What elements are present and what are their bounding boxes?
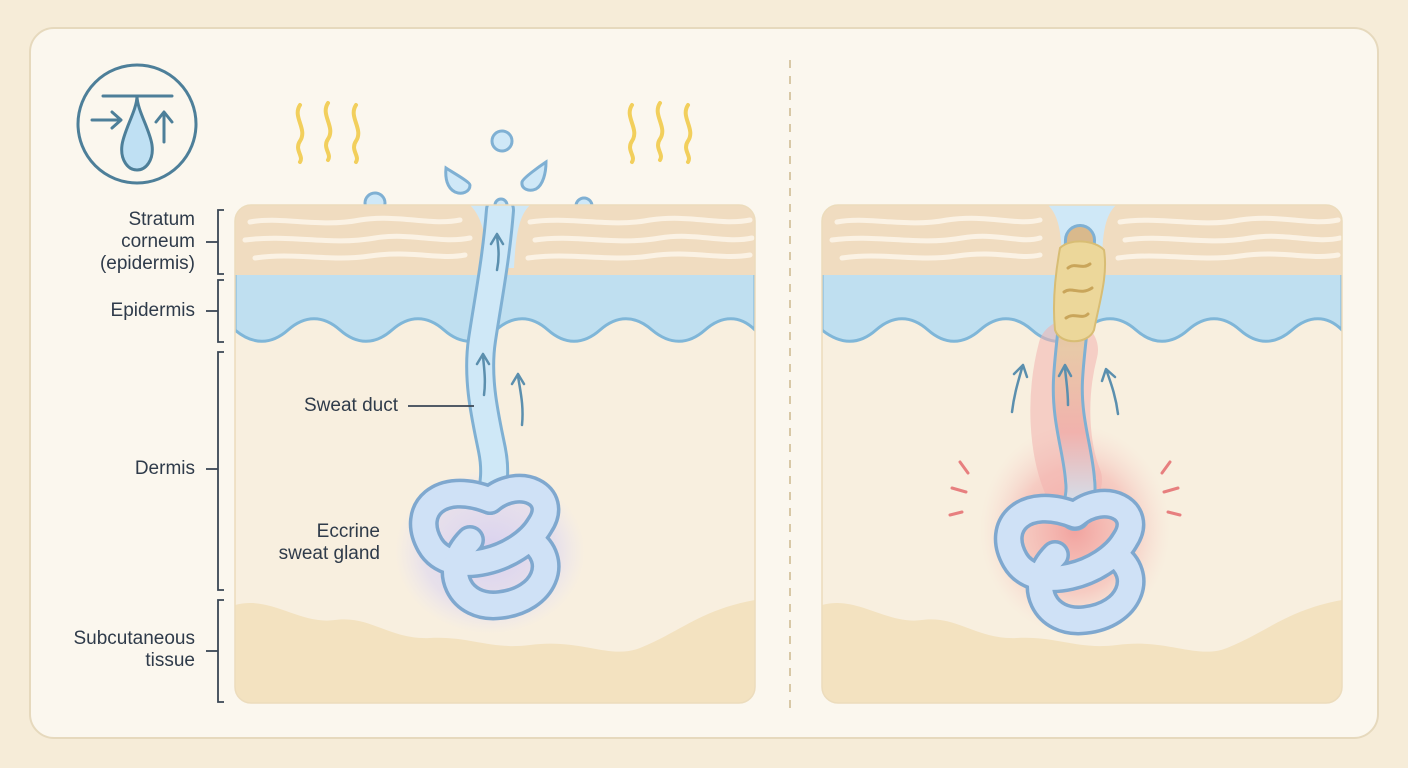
label-stratum-line1: Stratum (128, 209, 195, 230)
right-panel-blocked-duct (822, 205, 1342, 703)
subcutaneous-layer (822, 600, 1342, 703)
label-gland-line1: Eccrine (316, 521, 380, 542)
label-stratum-corneum: Stratum corneum (epidermis) (70, 209, 195, 275)
label-stratum-line2: corneum (121, 231, 195, 252)
heat-waves-icon (627, 101, 693, 164)
label-epidermis: Epidermis (110, 300, 195, 321)
eccrine-sweat-gland (408, 473, 561, 621)
heat-waves-icon (295, 101, 361, 164)
label-gland-line2: sweat gland (278, 543, 380, 564)
eccrine-sweat-gland (993, 488, 1146, 636)
arrow-up-icon (1010, 363, 1120, 416)
label-dermis: Dermis (134, 458, 195, 479)
label-subcutaneous-line1: Subcutaneous (73, 628, 196, 649)
label-subcutaneous-tissue: Subcutaneous tissue (45, 628, 196, 672)
left-panel-normal-sweat (235, 205, 755, 703)
label-sweat-duct: Sweat duct (304, 395, 398, 416)
label-subcutaneous-line2: tissue (145, 650, 195, 671)
layer-brackets (206, 209, 224, 703)
inflammation-rays-icon (948, 460, 1182, 517)
label-stratum-line3: (epidermis) (99, 253, 195, 274)
subcutaneous-layer (235, 600, 755, 703)
sweat-drop-flow-icon (76, 63, 198, 185)
label-eccrine-sweat-gland: Eccrine sweat gland (250, 521, 380, 565)
arrow-up-icon (475, 232, 526, 427)
